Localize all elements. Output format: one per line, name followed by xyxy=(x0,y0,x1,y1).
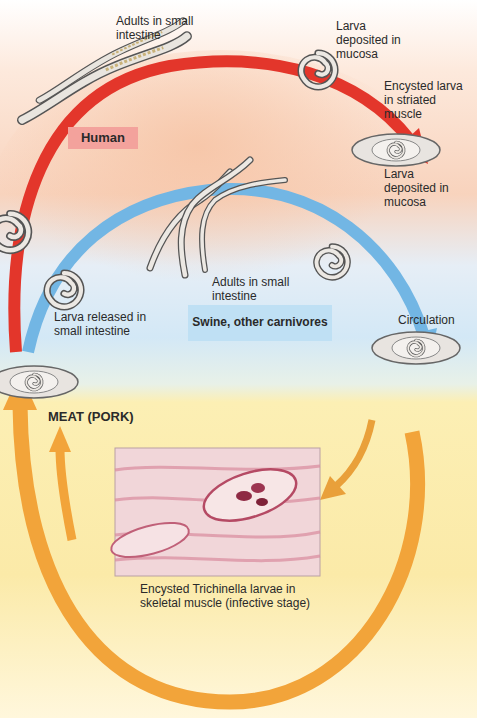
host-band: Human xyxy=(68,127,138,149)
host-band: Swine, other carnivores xyxy=(188,305,332,341)
stage-label: Encysted larva in striated muscle xyxy=(384,80,466,121)
stage-label: Larva deposited in mucosa xyxy=(336,20,420,61)
source-label: MEAT (PORK) xyxy=(48,410,178,425)
stage-label: Adults in small intestine xyxy=(212,276,304,304)
stage-label: Adults in small intestine xyxy=(116,15,200,43)
swine-cycle-arrow xyxy=(28,189,437,362)
photo-caption: Encysted Trichinella larvae in skeletal … xyxy=(140,583,312,611)
meat-cycle-arrow xyxy=(3,372,418,702)
stage-label: Larva released in small intestine xyxy=(54,311,164,339)
host-label: Human xyxy=(81,131,125,145)
parasite-drawings xyxy=(0,21,460,398)
stage-label: Circulation xyxy=(398,314,476,328)
host-label: Swine, other carnivores xyxy=(192,316,327,329)
stage-label: Larva deposited in mucosa xyxy=(384,168,468,209)
human-cycle-arrow xyxy=(14,61,428,352)
histology-photo xyxy=(108,448,320,576)
